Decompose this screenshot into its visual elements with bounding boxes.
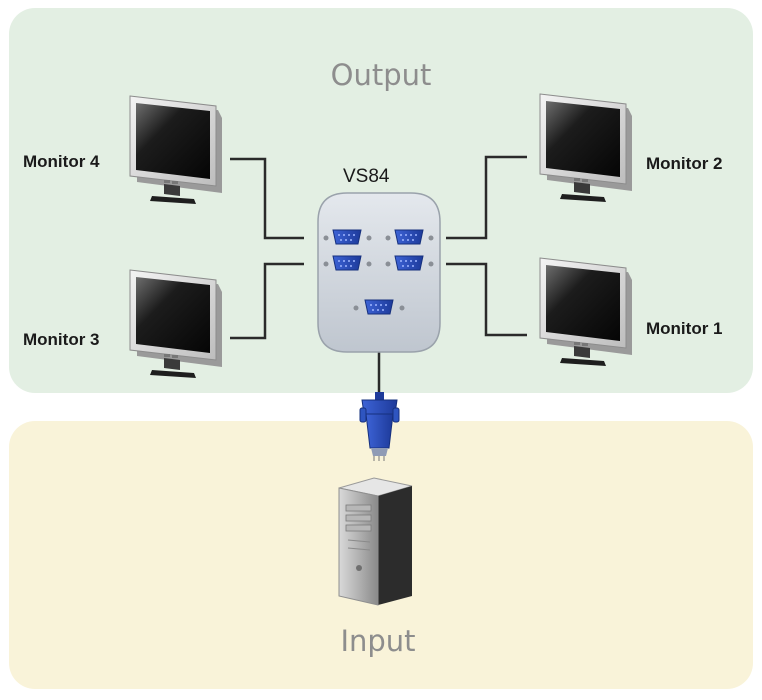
vga-connector-icon (359, 392, 400, 461)
cable-monitor-3 (230, 262, 304, 340)
monitor-1-icon (539, 257, 633, 367)
monitor-4-icon (129, 95, 223, 205)
cable-monitor-4 (230, 157, 304, 240)
monitor-3-icon (129, 269, 223, 379)
monitor-1-label: Monitor 1 (646, 319, 723, 338)
output-port-icon (323, 229, 372, 245)
computer-tower-icon (338, 477, 413, 606)
monitor-2-icon (539, 93, 633, 203)
output-port-icon (323, 255, 372, 271)
output-section-title: Output (330, 58, 432, 92)
output-port-icon (385, 229, 434, 245)
monitor-2-label: Monitor 2 (646, 154, 723, 173)
input-section-title: Input (340, 624, 416, 658)
switch-model-label: VS84 (343, 166, 390, 187)
input-port-icon (353, 299, 405, 315)
cable-monitor-1 (446, 262, 527, 337)
monitor-3-label: Monitor 3 (23, 330, 100, 349)
output-port-icon (385, 255, 434, 271)
vs84-switch (317, 192, 441, 353)
monitor-4-label: Monitor 4 (23, 152, 100, 171)
cable-monitor-2 (446, 155, 527, 240)
